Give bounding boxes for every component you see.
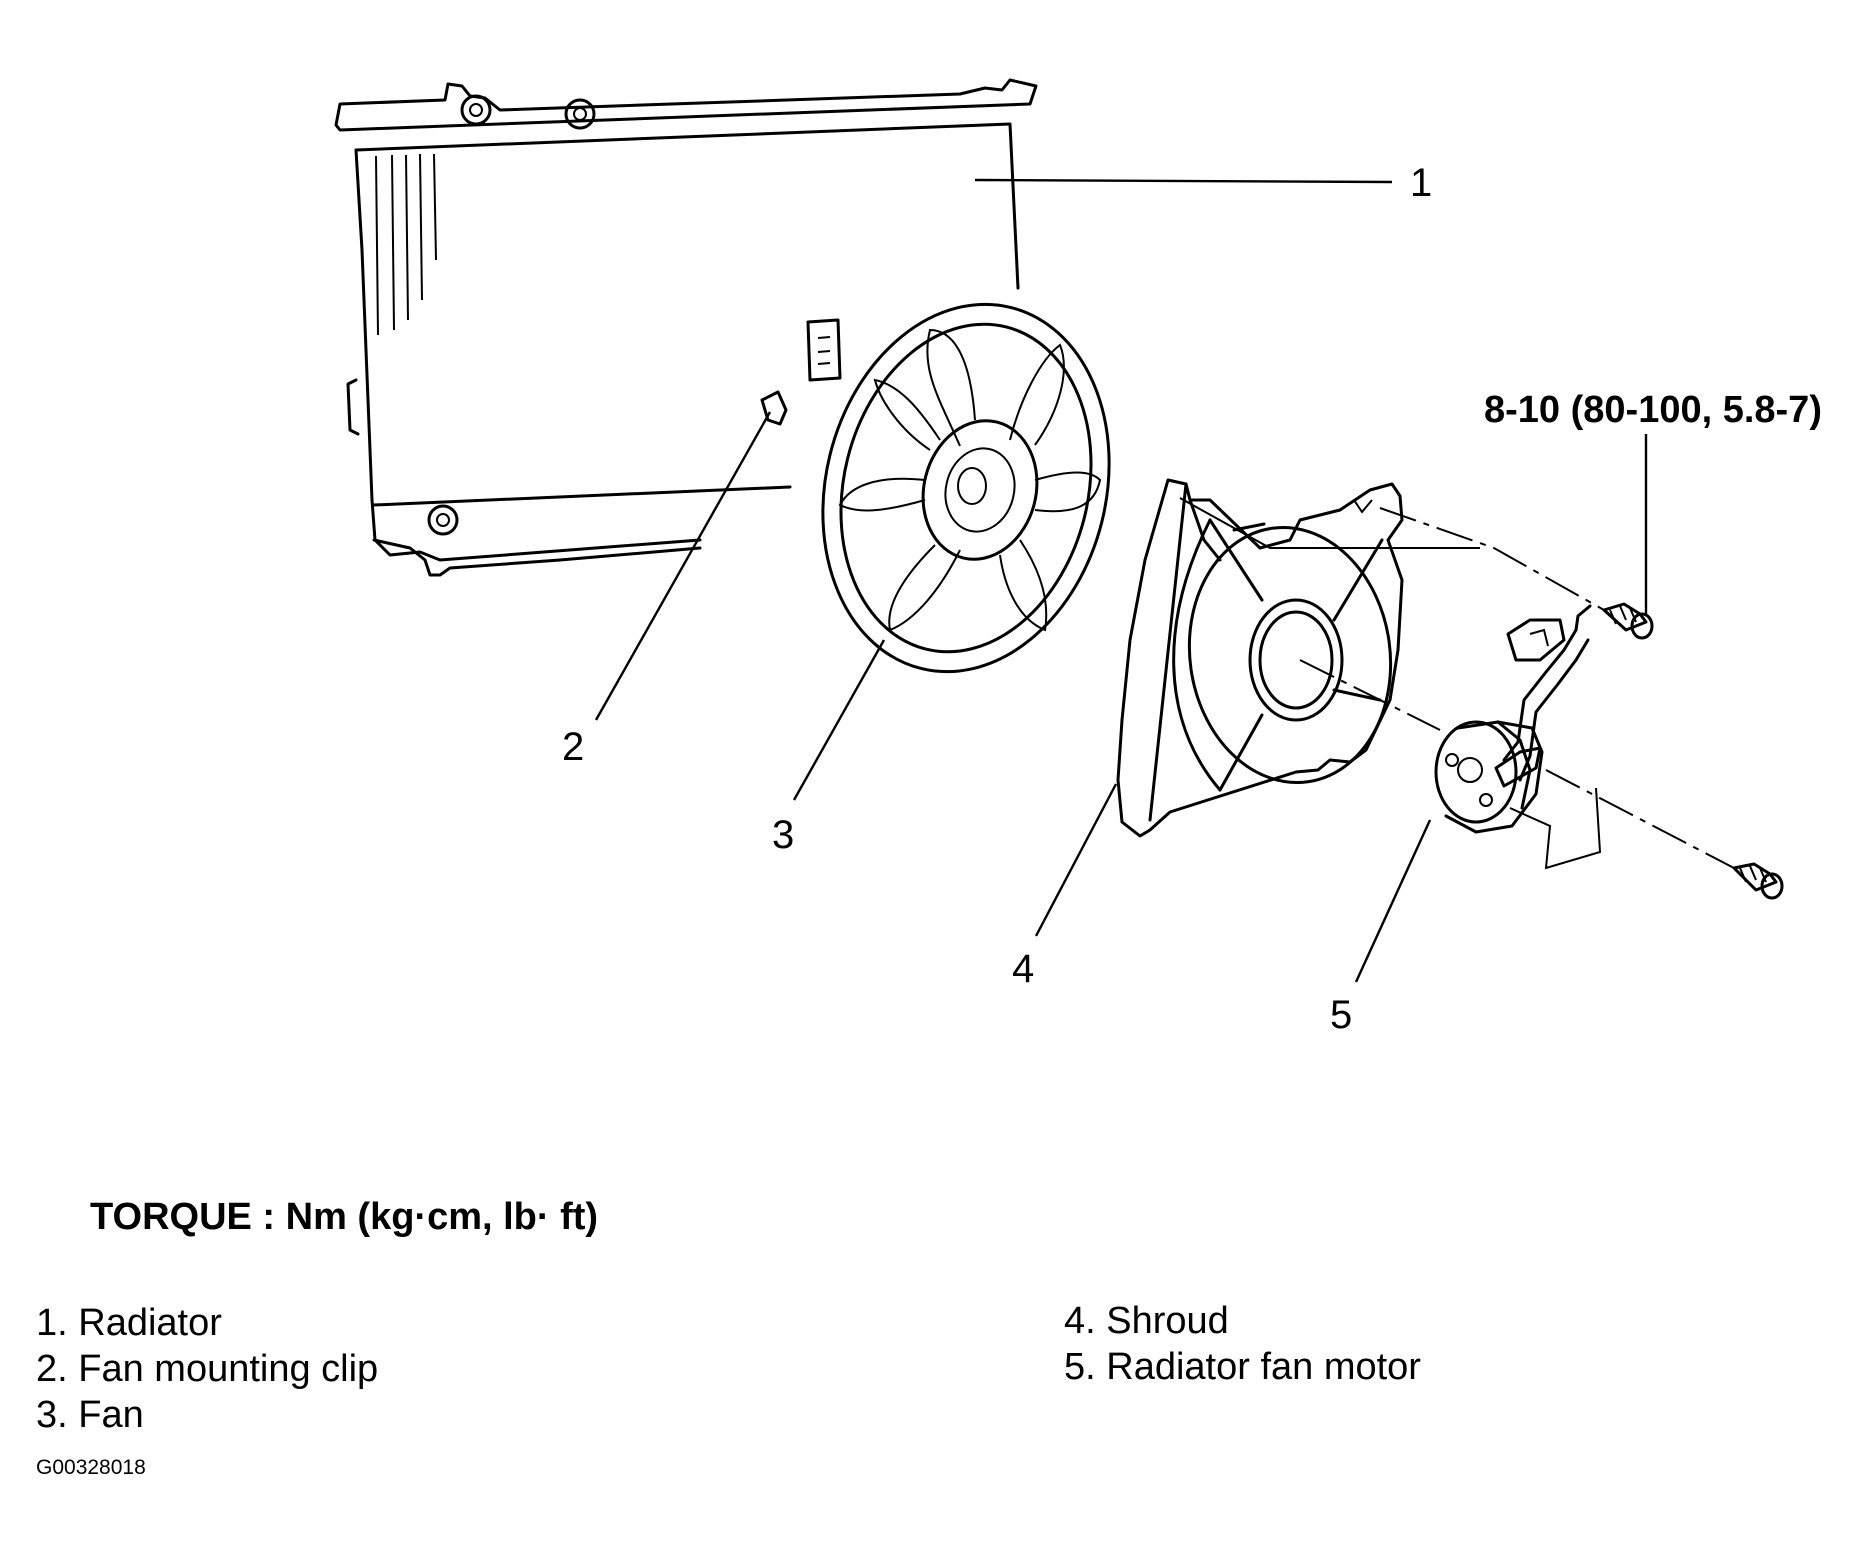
torque-value-label: 8-10 (80-100, 5.8-7) (1484, 389, 1822, 431)
bolt-upper-drawing (1602, 602, 1654, 640)
legend-item-radiator: 1. Radiator (36, 1302, 222, 1344)
shroud-drawing (1116, 478, 1404, 838)
torque-units-heading: TORQUE : Nm (kg·cm, lb· ft) (90, 1196, 599, 1238)
fan-motor-drawing (1434, 604, 1592, 834)
fan-drawing (821, 302, 1111, 674)
figure-id: G00328018 (36, 1456, 146, 1479)
legend-column-2: 4. Shroud 5. Radiator fan motor (1064, 1298, 1421, 1390)
bolt-lower-drawing (1732, 862, 1784, 900)
legend-item-fan-mounting-clip: 2. Fan mounting clip (36, 1348, 379, 1390)
legend-item-shroud: 4. Shroud (1064, 1300, 1229, 1342)
legend-item-radiator-fan-motor: 5. Radiator fan motor (1064, 1346, 1421, 1388)
callout-3: 3 (772, 813, 794, 857)
callout-2: 2 (562, 725, 584, 769)
legend-column-1: 1. Radiator 2. Fan mounting clip 3. Fan (36, 1300, 378, 1438)
radiator-drawing (334, 78, 1038, 577)
callout-5: 5 (1330, 993, 1352, 1037)
callout-4: 4 (1012, 947, 1034, 991)
leader-lines (594, 178, 1648, 983)
assembly-centerlines (1179, 497, 1735, 870)
legend-item-fan: 3. Fan (36, 1394, 144, 1436)
callout-1: 1 (1410, 161, 1432, 205)
